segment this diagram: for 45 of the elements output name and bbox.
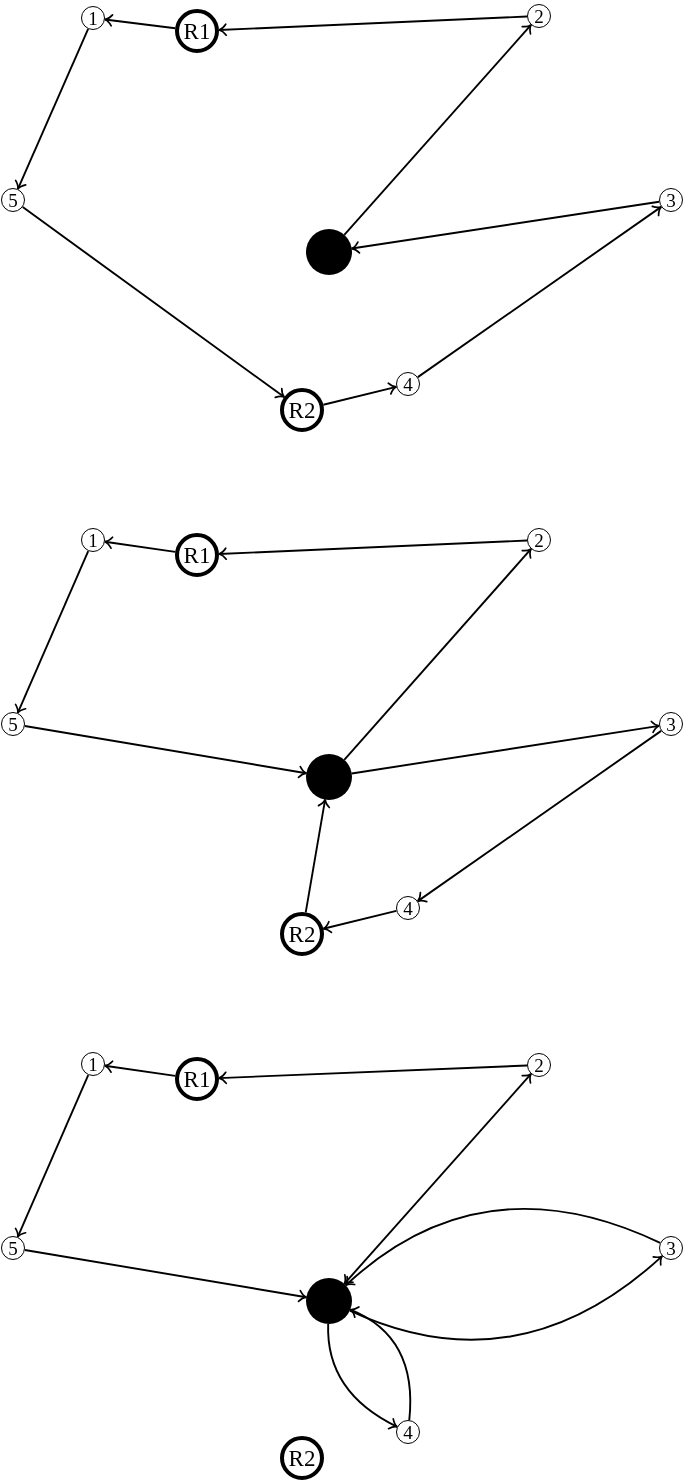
node-circle xyxy=(175,9,219,53)
node-circle xyxy=(659,1236,683,1260)
node-circle xyxy=(1,1236,25,1260)
node-label: R2 xyxy=(288,398,316,422)
node-circle xyxy=(280,1436,324,1480)
node-circle xyxy=(527,1053,551,1077)
node-circle xyxy=(527,528,551,552)
filled-circle xyxy=(306,754,352,800)
node-label: 4 xyxy=(403,1422,413,1442)
node-label: 4 xyxy=(403,374,413,394)
node-circle xyxy=(527,4,551,28)
node-label: 2 xyxy=(534,530,544,550)
node-circle xyxy=(81,528,105,552)
node-label: 4 xyxy=(403,898,413,918)
node-label: 2 xyxy=(534,6,544,26)
filled-circle xyxy=(306,1278,352,1324)
node-circle xyxy=(396,372,420,396)
filled-circle xyxy=(306,229,352,275)
node-label: 1 xyxy=(88,530,98,550)
node-label: 3 xyxy=(666,1238,676,1258)
node-label: 1 xyxy=(88,1054,98,1074)
node-label: R1 xyxy=(183,19,211,43)
node-circle xyxy=(175,533,219,577)
node-circle xyxy=(659,188,683,212)
node-circle xyxy=(396,896,420,920)
node-circle xyxy=(81,6,105,30)
node-label: R2 xyxy=(288,922,316,946)
node-label: R1 xyxy=(183,1067,211,1091)
node-label: 3 xyxy=(666,714,676,734)
node-circle xyxy=(396,1420,420,1444)
node-label: 5 xyxy=(8,714,18,734)
node-label: 3 xyxy=(666,190,676,210)
node-label: 5 xyxy=(8,190,18,210)
node-circle xyxy=(1,712,25,736)
node-label: 1 xyxy=(88,8,98,28)
node-circle xyxy=(280,388,324,432)
node-label: 5 xyxy=(8,1238,18,1258)
node-circle xyxy=(175,1057,219,1101)
node-label: R2 xyxy=(288,1446,316,1470)
node-circle xyxy=(81,1052,105,1076)
node-circle xyxy=(659,712,683,736)
node-circle xyxy=(280,912,324,956)
node-circle xyxy=(1,188,25,212)
node-label: R1 xyxy=(183,543,211,567)
node-label: 2 xyxy=(534,1055,544,1075)
